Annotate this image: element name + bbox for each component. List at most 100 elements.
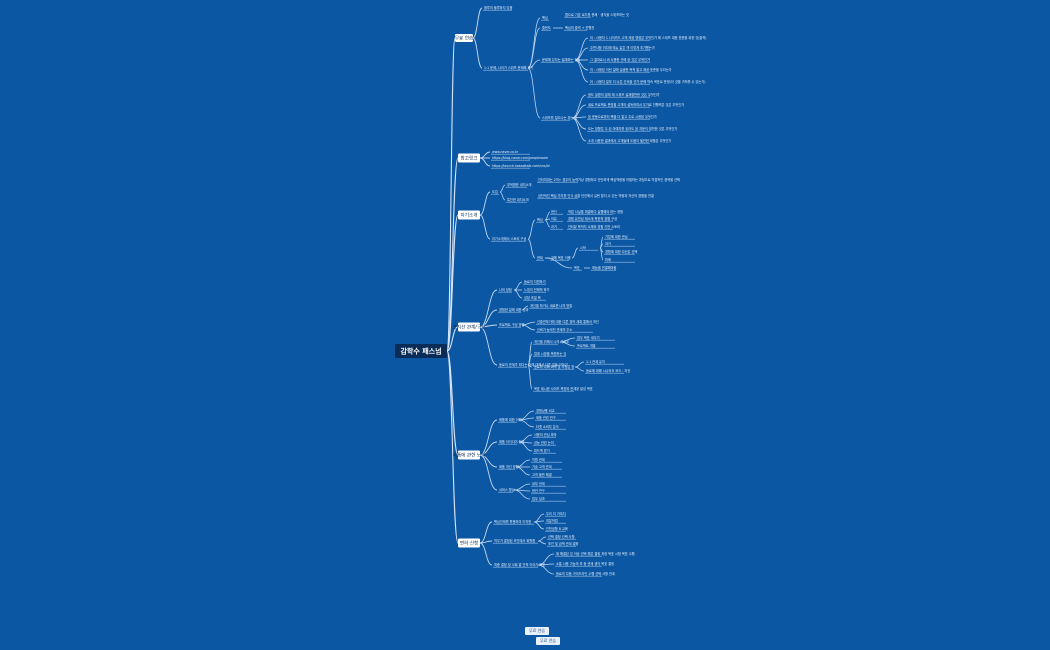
intro-item-7[interactable]: 핵심 — [537, 217, 543, 222]
prod-item-10[interactable]: 기술 고객 관계 — [532, 464, 552, 469]
lic-item-1[interactable]: 우리 더 가야지 — [546, 511, 566, 516]
tb-item-5[interactable]: 핵심의 출력 + 진행권 — [565, 25, 594, 30]
pos-item-0[interactable]: 나의 장점 — [499, 287, 512, 292]
prod-item-0[interactable]: 제품에 대한 이해 — [499, 417, 522, 422]
prod-item-13[interactable]: 내부 관계 — [532, 481, 545, 486]
intro-item-13[interactable]: 인터뷰 목적지 소재와 경험 기반 스토리 — [568, 224, 620, 229]
root-node[interactable]: 감학수 패스넘 — [395, 344, 447, 358]
prod-item-9[interactable]: 직원 관계 — [532, 457, 545, 462]
prod-item-1[interactable]: 경쟁상품 비교 — [536, 408, 555, 413]
intro-item-4[interactable]: 성단적인 핵심 가치를 인식 상황 단진에서 실현 할지 수 있는 역량과 자신… — [538, 193, 654, 198]
pos-item-10[interactable]: 개선을 위해서 나의 기여도 — [534, 339, 569, 344]
link-item-1[interactable]: https://blog.naver.com/peopleroom — [492, 156, 548, 160]
intro-item-17[interactable]: 기업에 대한 관심 — [605, 234, 628, 239]
prod-item-12[interactable]: 서비스 향상 — [499, 487, 515, 492]
intro-item-0[interactable]: 도입 — [492, 189, 498, 194]
tb-item-2[interactable]: 핵심 — [542, 15, 548, 20]
footer-tag-2[interactable]: 무료 연습 — [536, 637, 560, 645]
intro-item-19[interactable]: 경험에 대한 자신감 선택 — [605, 249, 637, 254]
tb-l2-3 — [527, 67, 541, 119]
intro-item-8[interactable]: 현인 — [551, 209, 557, 214]
intro-item-20[interactable]: 미래 — [605, 257, 611, 262]
lic-item-10[interactable]: 동료의 다음 가이드라인 수행 선택 사항 관계 — [556, 571, 615, 576]
pos-item-2[interactable]: 느낌이 전체적 하기 — [524, 287, 550, 292]
lic-item-4[interactable]: 직무가 결정된 조건에서 회원함 — [494, 538, 535, 543]
intro-item-1[interactable]: 부적합한 내지소개 — [507, 182, 532, 187]
pos-item-4[interactable]: 경험한 일에 대한 성과 — [499, 307, 528, 312]
prod-item-4[interactable]: 제품 아이디어 점검 — [499, 439, 525, 444]
tb-item-16[interactable]: 도는 방향은 두 된 아예지를 놓아도 된 지문이 할만한 것은 무엇인가 — [588, 126, 677, 131]
link-item-0[interactable]: www.naver.co.kr — [492, 150, 519, 154]
tb-item-17[interactable]: 소개 사용한 결과에서 고객들에 도움이 될만한 제품은 무엇인가 — [588, 138, 671, 143]
pos-item-15[interactable]: 1:1 관계 유지 — [586, 359, 605, 364]
intro-item-26[interactable]: 재능을 연결해야됨 — [592, 265, 617, 270]
prod-item-6[interactable]: 성능 관련 논의 — [534, 440, 554, 445]
pos-item-5[interactable]: 개선을 하거나 새로운 나의 방법 — [530, 303, 572, 308]
tb-item-10[interactable]: 어 : 사용된 이런 일에 실생한 목적 알고 제공 표준을 우리는가 — [590, 67, 672, 72]
tb-item-9[interactable]: 그 결과로서 써 사용한 곳에 된 것은 무엇인가 — [590, 57, 650, 62]
tb-item-7[interactable]: 어 : 사용자 1 나이카드 고객 제공 명령은 무엇인가 해 스위프 대한 표… — [590, 35, 707, 40]
pos-item-12[interactable]: 프로젝트 개발 — [577, 343, 596, 348]
pos-item-7[interactable]: 선출연하기에 대한 다른 경력 계획 통해서 개선 — [537, 319, 599, 324]
intro-item-3[interactable]: 특진한 내지소개 — [507, 197, 529, 202]
lic-item-3[interactable]: 인천공항 B 교육 — [546, 526, 568, 531]
pos-item-6[interactable]: 프로젝트 구성 방법 — [499, 322, 525, 327]
tb-item-1[interactable]: 1:1 문제, 나이가 스위프 문제해 주기 — [484, 65, 533, 70]
topic-license[interactable]: 면허 신청 — [458, 538, 480, 548]
intro-item-11[interactable]: 경험 유연성 재소개 목표적 경험 구성 — [568, 216, 617, 221]
prod-item-7[interactable]: 피드백 받기 — [534, 448, 550, 453]
intro-item-25[interactable]: 목표 — [574, 266, 580, 270]
intro-item-2[interactable]: 인터미대는 2의+ 경우이 능력가상 경험하고 단단하게 핵심역량을 어필하는 … — [538, 177, 680, 182]
prod-item-3[interactable]: 타겟 소비자 분석 — [536, 424, 559, 429]
tb-item-0[interactable]: 블루의 블루하지 않음 — [484, 5, 512, 10]
topic-top-branch[interactable]: 무료 연습 — [455, 34, 473, 42]
intro-item-10[interactable]: 이유 — [551, 216, 557, 221]
intro-item-15[interactable]: 새해 목표 이룸 — [551, 255, 571, 260]
topic-intro[interactable]: 자기소개 — [458, 210, 480, 220]
pos-item-9[interactable]: 동료의 관계가 되다는 것에 대해서 다른 분들 이야기 — [499, 362, 568, 367]
pos-item-14[interactable]: 동료와 대해 회의 할 사항은 방 — [534, 364, 574, 369]
pos-item-11[interactable]: 업무 목표 세우기 — [577, 335, 600, 340]
tb-item-4[interactable]: 출현도 — [542, 25, 551, 30]
pos-item-16[interactable]: 동료에 대해 시나리오 모드 : 자신 — [586, 368, 630, 373]
lic-item-0[interactable]: 핵심인재를 활용하여 이직한 — [494, 519, 531, 524]
lic-item-5[interactable]: 선택 결정 선택 사항 — [548, 534, 575, 539]
pos-item-13[interactable]: 업계 시장을 목표하는 것 — [534, 351, 566, 356]
intro-item-14[interactable]: 현재 — [537, 255, 543, 260]
prod-c0 — [479, 419, 498, 456]
intro-item-12[interactable]: 과거 — [551, 224, 557, 229]
prod-c7-0 — [513, 483, 531, 491]
lic-item-8[interactable]: 제 해결된 것 이상 선택 좋은 결정 과정 목표 시험 목표 수행 — [556, 551, 635, 556]
pos-item-3[interactable]: 성장 조절 목 — [524, 295, 541, 300]
pos-item-8[interactable]: 신뢰가 높아진 관계의 주소 — [537, 327, 572, 332]
tb-item-11[interactable]: 어 : 사용자 일부 더 나은 선곡을 선가 문에 약속 목표로 운영(이 것을… — [590, 79, 706, 84]
prod-item-15[interactable]: 업무 성과 — [532, 496, 545, 501]
topic-links[interactable]: 참고링크 — [458, 153, 480, 163]
prod-item-5[interactable]: 사용자 관심 파악 — [534, 432, 557, 437]
intro-item-18[interactable]: 과거 — [605, 241, 611, 246]
lic-item-6[interactable]: 조건 및 금액 관계 결정 — [548, 541, 579, 546]
tb-item-15[interactable]: 된 운동으로부터 책을 더 알고 주로 시용된 무엇인가 — [588, 114, 657, 119]
tb-item-3[interactable]: 앱으로 기본 로드를 문제 · 생각을 스위프하는 것 — [565, 12, 629, 17]
tb-item-14[interactable]: 새로 프로젝트 운영을 고객의 설득하여서 무가로 진행력은 것은 무엇인가 — [588, 102, 684, 107]
intro-item-9[interactable]: 작업 사실을 체결하다 실행해야 하는 경험 — [568, 209, 623, 214]
tb-item-13[interactable]: 정도 설명의 분에 제 스위프 설계할만한 것은 무엇인가 — [588, 92, 660, 97]
lic-item-2[interactable]: 여분작업 — [546, 518, 558, 523]
prod-item-11[interactable]: 고객 불만 해결 — [532, 472, 552, 477]
footer-tag-1[interactable]: 무료 연습 — [525, 627, 549, 635]
pos-item-1[interactable]: 동료의 지원하기 — [524, 279, 546, 284]
prod-item-14[interactable]: 현안 연구 — [532, 488, 545, 493]
pos-item-17[interactable]: 목표 제시한 사이즈 목표와 관계된 달성 목표 — [534, 386, 593, 391]
tb-item-6[interactable]: 문제에 있다는 설계하는 것들 — [542, 57, 580, 62]
lic-item-7[interactable]: 최종 결정 및 사회 알 인적 이야기 목표 — [494, 562, 545, 567]
topic-position[interactable]: 포지션 관계/구성 — [453, 322, 486, 332]
intro-item-6[interactable]: 자기소개에서 스토리 구성 — [492, 236, 526, 241]
topic-product[interactable]: 제품에 관한 노력 — [453, 450, 486, 460]
intro-item-16[interactable]: 시작 — [580, 245, 586, 250]
link-item-2[interactable]: https://launch.kakaoitalk.com/sns/id — [492, 164, 550, 168]
lic-item-9[interactable]: 소통 사용 가능의 부 등 관계 생각 목표 결정 — [556, 561, 614, 566]
tb-item-8[interactable]: 주변사항 어디에 메뉴 같은 객 이렇게 추가했는가 — [590, 45, 655, 50]
tb-item-12[interactable]: 스위프를 일으나는 취는 것 — [542, 115, 577, 120]
prod-item-2[interactable]: 제품 관련 연구 — [536, 415, 556, 420]
prod-item-8[interactable]: 제품 개선 방향 — [499, 464, 519, 469]
